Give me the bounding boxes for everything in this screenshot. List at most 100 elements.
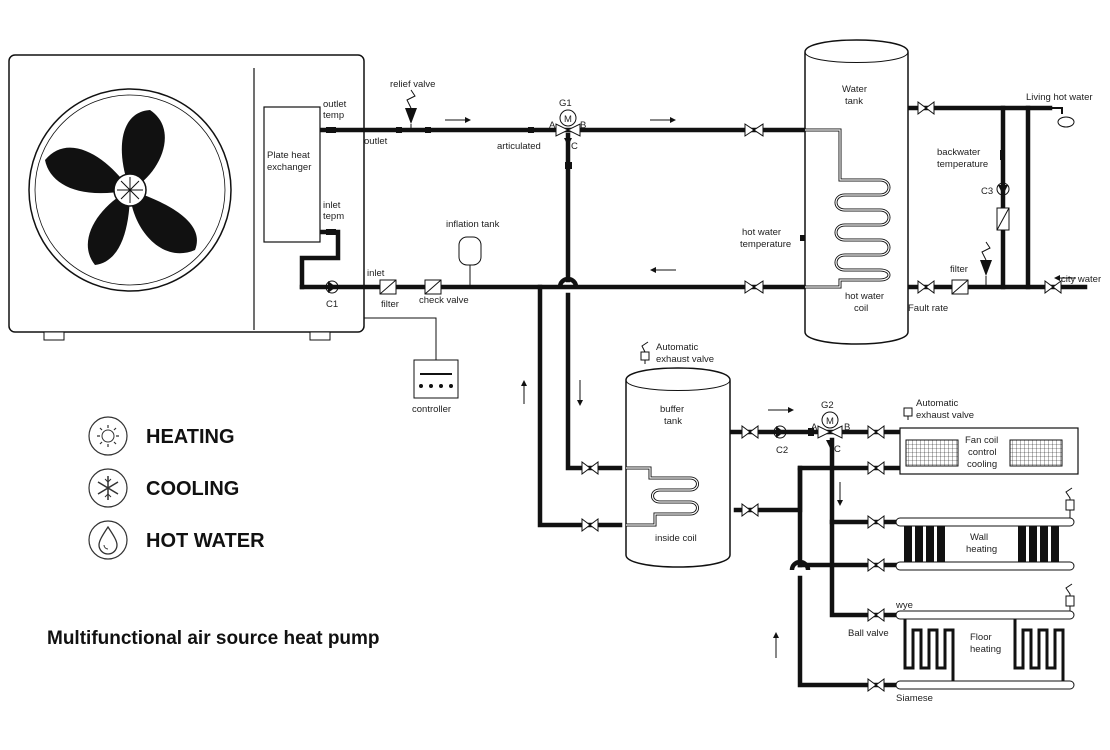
arrow-up-icon	[521, 380, 527, 404]
valve-icon	[917, 280, 935, 294]
hot-water-temperature-label-2: temperature	[740, 239, 791, 250]
relief-valve-icon	[980, 241, 992, 287]
floor-heating-label-2: heating	[970, 644, 1001, 655]
g2-port-c: C	[834, 444, 841, 455]
valve-icon	[867, 608, 885, 622]
city-water-label: city water	[1061, 274, 1101, 285]
fitting-icon	[528, 127, 534, 133]
g1-port-b: B	[580, 120, 586, 131]
fitting-icon	[565, 162, 572, 169]
arrow-right-icon	[768, 407, 794, 413]
automatic-exhaust-label-2: exhaust valve	[656, 354, 714, 365]
buffer-tank: buffer tank inside coil	[625, 341, 731, 568]
outlet-temp-sensor-icon	[326, 127, 336, 133]
g2-port-a: A	[811, 422, 818, 433]
flow-arrows	[445, 117, 1076, 658]
wall-heating-label: Wall	[970, 532, 988, 543]
fan-icon	[28, 88, 232, 292]
automatic-exhaust-label-3: Automatic	[916, 398, 958, 409]
plate-heat-exchanger	[263, 106, 321, 243]
valve-icon	[581, 518, 599, 532]
arrow-left-icon	[650, 267, 676, 273]
g1-motor-label: M	[564, 114, 572, 125]
hot-water-coil-label: hot water	[845, 291, 884, 302]
floor-heating-label: Floor	[970, 632, 992, 643]
arrow-down-icon	[577, 380, 583, 406]
g2-label: G2	[821, 400, 834, 411]
wall-heating-label-2: heating	[966, 544, 997, 555]
wall-heating-radiator: Wall heating	[895, 487, 1075, 571]
legend: HEATING COOLING HOT WATER	[88, 416, 265, 560]
check-valve-label: check valve	[419, 295, 469, 306]
pump-c1-icon	[325, 280, 339, 294]
snowflake-icon	[88, 468, 128, 508]
water-tank-label: Water	[842, 84, 867, 95]
valve-icon	[867, 425, 885, 439]
legend-heating: HEATING	[146, 426, 235, 448]
buffer-tank-label: buffer	[660, 404, 684, 415]
inlet-temp-sensor-icon	[326, 229, 336, 235]
automatic-exhaust-label: Automatic	[656, 342, 698, 353]
filter-icon	[951, 279, 969, 295]
valve-icon	[917, 101, 935, 115]
fan-coil-label-3: cooling	[967, 459, 997, 470]
inside-coil-label: inside coil	[655, 533, 697, 544]
pump-c3-icon	[996, 182, 1010, 196]
outlet-temp-label: outlet	[323, 99, 347, 110]
check-valve-icon	[424, 279, 442, 295]
c3-label: C3	[981, 186, 993, 197]
filter-label-2: filter	[950, 264, 968, 275]
legend-hot-water: HOT WATER	[146, 530, 265, 552]
g1-port-a: A	[549, 120, 556, 131]
exchanger-label: exchanger	[267, 162, 311, 173]
water-tank-label-2: tank	[845, 96, 863, 107]
floor-heating: Floor heating	[895, 583, 1075, 690]
hot-water-sensor-icon	[800, 235, 805, 241]
outlet-label: outlet	[364, 136, 388, 147]
three-way-valve-g2: M G2 A B C	[811, 400, 850, 455]
siamese-label: Siamese	[896, 693, 933, 704]
fitting-icon	[396, 127, 402, 133]
backwater-temperature-label-2: temperature	[937, 159, 988, 170]
check-valve-icon	[996, 207, 1010, 231]
shower-icon	[1050, 107, 1075, 128]
fan-coil-label-2: control	[968, 447, 997, 458]
plate-heat-label: Plate heat	[267, 150, 310, 161]
arrow-right-icon	[650, 117, 676, 123]
valve-icon	[581, 461, 599, 475]
fan-coil-unit: Fan coil control cooling	[899, 427, 1079, 475]
ball-valve-label: Ball valve	[848, 628, 889, 639]
valve-icon	[741, 503, 759, 517]
valve-icon	[867, 461, 885, 475]
g1-label: G1	[559, 98, 572, 109]
automatic-exhaust-label-4: exhaust valve	[916, 410, 974, 421]
valve-icon	[867, 558, 885, 572]
three-way-valve-g1: M G1 A B C	[549, 98, 586, 152]
fault-rate-label: Fault rate	[908, 303, 948, 314]
water-tank: Water tank hot water coil	[804, 39, 909, 345]
arrow-up-icon	[773, 632, 779, 658]
sun-icon	[88, 416, 128, 456]
inlet-tepm-label: inlet	[323, 200, 341, 211]
inlet-label: inlet	[367, 268, 385, 279]
hot-water-coil-label-2: coil	[854, 303, 868, 314]
fan-coil-label: Fan coil	[965, 435, 998, 446]
arrow-down-icon	[837, 482, 843, 506]
legend-cooling: COOLING	[146, 478, 239, 500]
fitting-icon	[808, 428, 814, 436]
valve-icon	[741, 425, 759, 439]
controller-label: controller	[412, 404, 451, 415]
c2-label: C2	[776, 445, 788, 456]
water-drop-icon	[88, 520, 128, 560]
outdoor-unit: Plate heat exchanger outlet temp inlet t…	[8, 54, 365, 341]
backwater-sensor-icon	[1000, 150, 1005, 160]
filter-label: filter	[381, 299, 399, 310]
outlet-temp-label-2: temp	[323, 110, 344, 121]
relief-valve-label: relief valve	[390, 79, 435, 90]
fitting-icon	[425, 127, 431, 133]
diagram-title: Multifunctional air source heat pump	[47, 628, 380, 649]
c1-label: C1	[326, 299, 338, 310]
valve-icon	[867, 515, 885, 529]
g2-motor-label: M	[826, 416, 834, 427]
